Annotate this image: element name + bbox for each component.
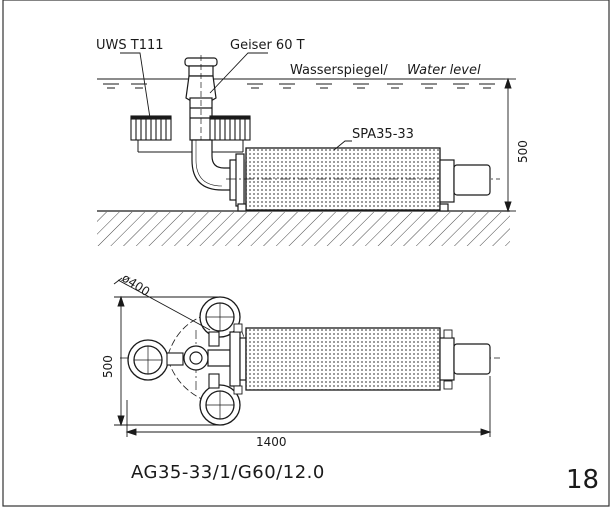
geiser-nozzle xyxy=(184,55,218,141)
water-surface-marks xyxy=(103,83,495,89)
leader-lines xyxy=(120,52,352,151)
label-water-en: Water level xyxy=(407,63,481,78)
pump-flange xyxy=(229,153,247,210)
mounting-bolts xyxy=(233,323,453,395)
depth-dimension xyxy=(114,295,220,427)
spotlight-left xyxy=(130,115,172,141)
dim-height: 500 xyxy=(516,140,530,163)
dim-length: 1400 xyxy=(256,435,287,449)
nozzle-top xyxy=(183,345,209,371)
pump-body-top xyxy=(245,327,441,391)
pump-feet xyxy=(237,203,449,212)
length-dimension xyxy=(125,376,492,437)
spotlight-top-lower xyxy=(199,384,241,426)
label-spa: SPA35-33 xyxy=(352,127,414,142)
page-number: 18 xyxy=(566,465,599,495)
label-geiser: Geiser 60 T xyxy=(230,38,305,53)
spotlight-top-left xyxy=(127,339,169,381)
spotlight-frame xyxy=(137,140,244,153)
height-dimension xyxy=(500,77,516,213)
label-uws: UWS T111 xyxy=(96,38,164,53)
side-view: UWS T111 Geiser 60 T Wasserspiegel/ Wate… xyxy=(96,38,530,246)
model-code: AG35-33/1/G60/12.0 xyxy=(131,462,325,483)
label-water-de: Wasserspiegel/ xyxy=(290,63,388,78)
motor-end-top xyxy=(439,337,491,381)
motor-end xyxy=(439,159,491,203)
top-view: ø400 500 1400 xyxy=(101,271,500,449)
dim-depth: 500 xyxy=(101,355,115,378)
spotlight-top-upper xyxy=(199,296,241,338)
ground-hatching xyxy=(97,212,510,246)
dim-diameter: ø400 xyxy=(119,271,152,299)
diameter-dimension xyxy=(113,277,211,331)
spotlight-right xyxy=(209,115,251,141)
spotlight-arms xyxy=(166,331,220,389)
elbow-pipe xyxy=(191,139,233,191)
